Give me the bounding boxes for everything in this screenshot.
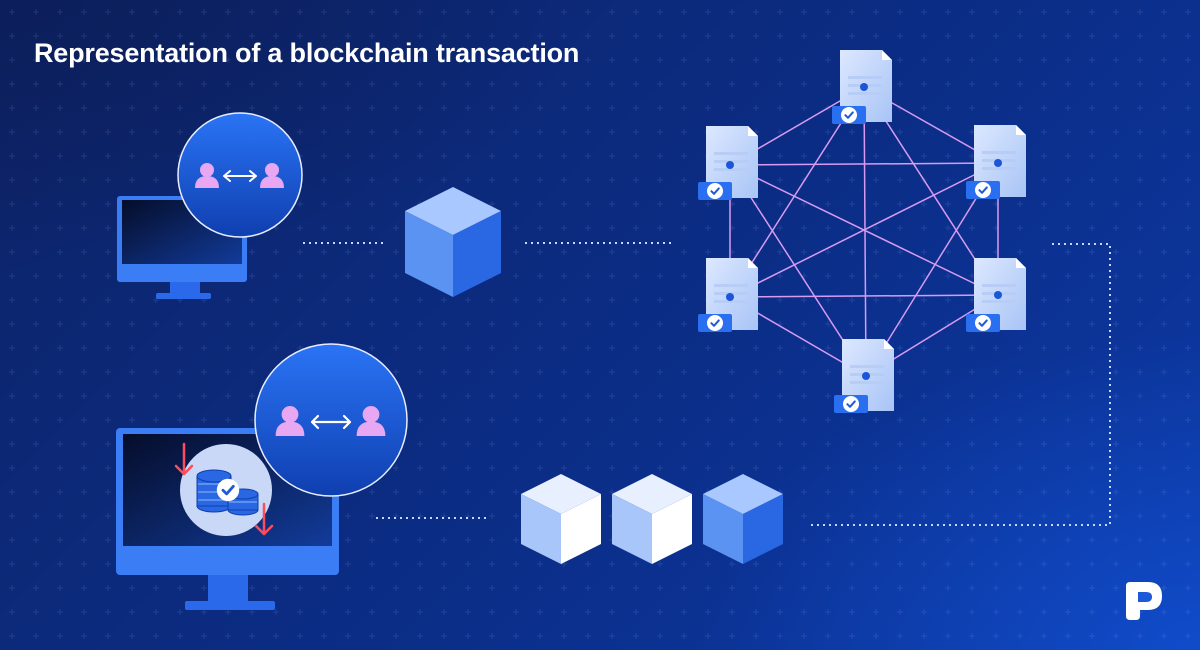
cube-icon — [405, 187, 501, 297]
two-users-exchange-icon — [177, 112, 303, 238]
document-node-icon — [834, 339, 894, 413]
cube-icon — [703, 474, 783, 564]
two-users-exchange-icon — [254, 343, 408, 497]
connector-lines — [303, 242, 1111, 526]
cube-icon — [612, 474, 692, 564]
coin-stack-icon — [180, 444, 272, 536]
pepperstone-logo — [1126, 582, 1162, 620]
document-node-icon — [698, 258, 758, 332]
block-chain — [521, 474, 783, 564]
document-node-icon — [832, 50, 892, 124]
network-edges — [729, 86, 999, 377]
document-node-icon — [698, 126, 758, 200]
connector-network-to-chain — [810, 243, 1111, 526]
diagram-title: Representation of a blockchain transacti… — [34, 38, 580, 68]
document-node-icon — [966, 258, 1026, 332]
document-node-icon — [966, 125, 1026, 199]
cube-icon — [521, 474, 601, 564]
down-arrow-icon — [254, 502, 274, 536]
down-arrow-icon — [174, 442, 194, 476]
